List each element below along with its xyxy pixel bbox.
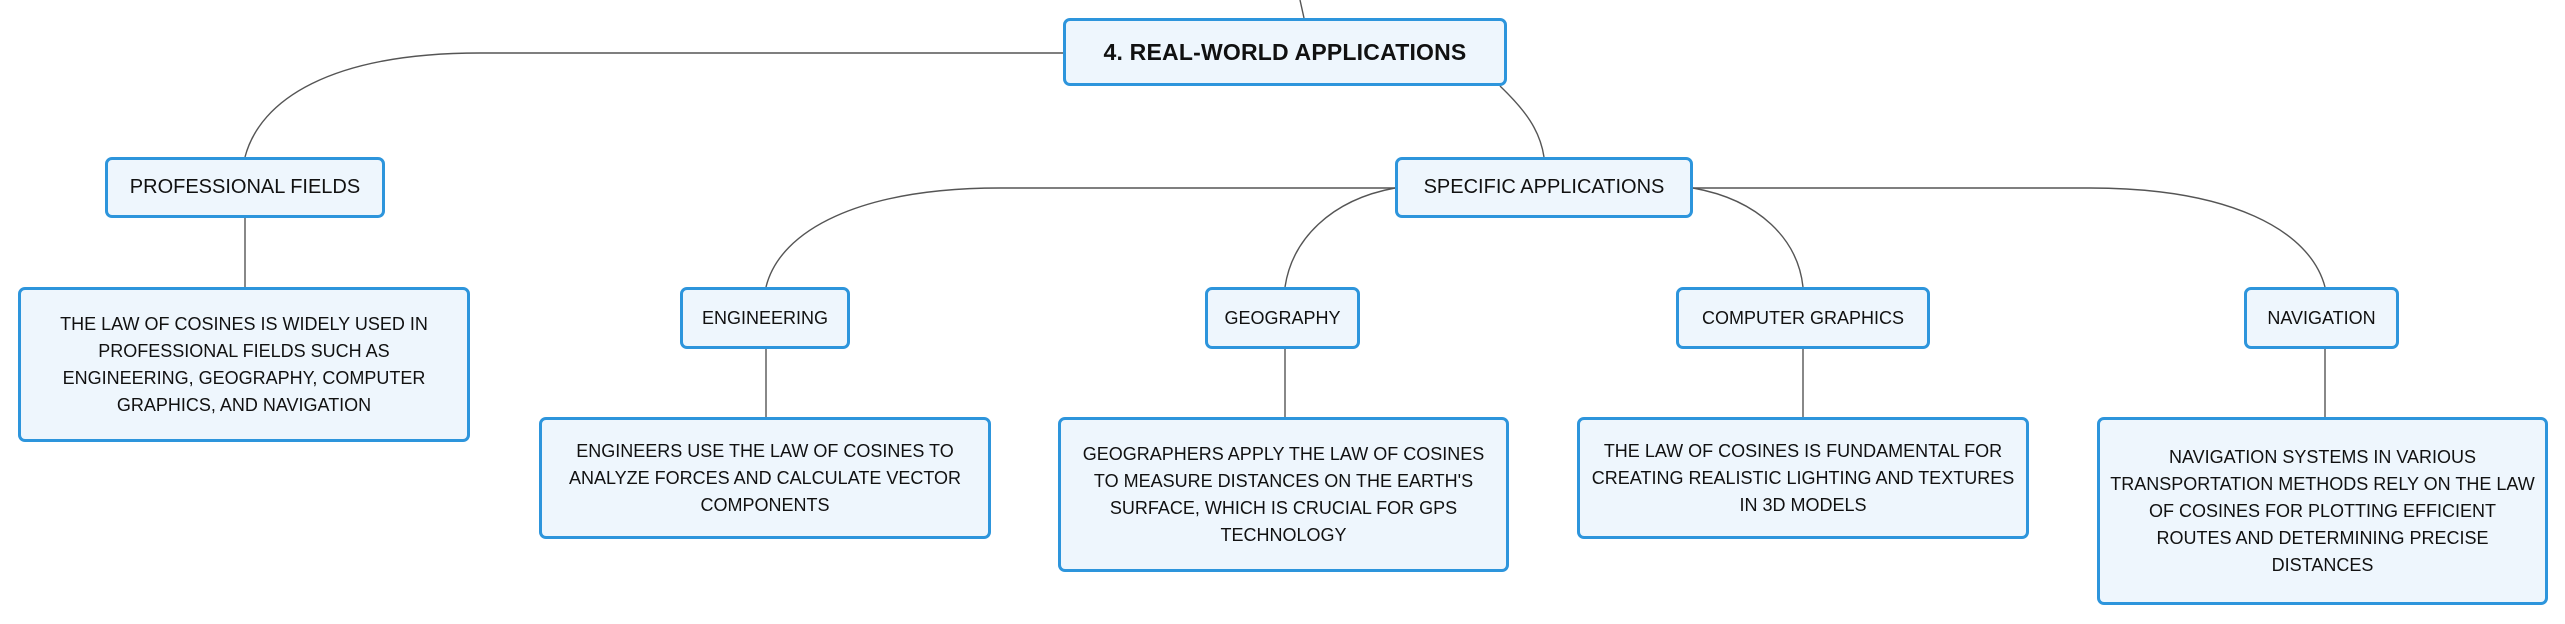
engineering-node[interactable]: ENGINEERING [680, 287, 850, 349]
specific-applications-node[interactable]: SPECIFIC APPLICATIONS [1395, 157, 1693, 218]
professional-fields-label: PROFESSIONAL FIELDS [129, 176, 361, 198]
geography-node[interactable]: GEOGRAPHY [1205, 287, 1360, 349]
root-node[interactable]: 4. REAL-WORLD APPLICATIONS [1063, 18, 1507, 86]
engineering-label: ENGINEERING [701, 307, 829, 328]
connector-root-professional-fields [244, 52, 1063, 158]
connector-specific-engineering [765, 187, 1395, 288]
computer-graphics-description: THE LAW OF COSINES IS FUNDAMENTAL FOR CR… [1591, 440, 2015, 515]
professional-fields-description-node[interactable]: THE LAW OF COSINES IS WIDELY USED IN PRO… [18, 287, 470, 442]
connector-root-specific-applications [1499, 85, 1545, 158]
geography-description-node[interactable]: GEOGRAPHERS APPLY THE LAW OF COSINES TO … [1058, 417, 1509, 572]
root-node-label: 4. REAL-WORLD APPLICATIONS [1103, 38, 1467, 65]
engineering-description: ENGINEERS USE THE LAW OF COSINES TO ANAL… [568, 440, 962, 515]
navigation-description: NAVIGATION SYSTEMS IN VARIOUS TRANSPORTA… [2110, 446, 2535, 575]
connector-parent-root [1299, 0, 1305, 19]
computer-graphics-node[interactable]: COMPUTER GRAPHICS [1676, 287, 1930, 349]
navigation-node[interactable]: NAVIGATION [2244, 287, 2399, 349]
computer-graphics-label: COMPUTER GRAPHICS [1701, 307, 1905, 328]
geography-label: GEOGRAPHY [1224, 307, 1341, 328]
specific-applications-label: SPECIFIC APPLICATIONS [1423, 176, 1665, 198]
connector-specific-geography [1284, 187, 1396, 288]
geography-description: GEOGRAPHERS APPLY THE LAW OF COSINES TO … [1082, 443, 1485, 545]
connector-specific-navigation [1693, 187, 2326, 288]
navigation-description-node[interactable]: NAVIGATION SYSTEMS IN VARIOUS TRANSPORTA… [2097, 417, 2548, 605]
computer-graphics-description-node[interactable]: THE LAW OF COSINES IS FUNDAMENTAL FOR CR… [1577, 417, 2029, 539]
navigation-label: NAVIGATION [2267, 307, 2376, 328]
connector-specific-computer-graphics [1692, 187, 1804, 288]
engineering-description-node[interactable]: ENGINEERS USE THE LAW OF COSINES TO ANAL… [539, 417, 991, 539]
professional-fields-node[interactable]: PROFESSIONAL FIELDS [105, 157, 385, 218]
professional-fields-description: THE LAW OF COSINES IS WIDELY USED IN PRO… [60, 313, 428, 415]
